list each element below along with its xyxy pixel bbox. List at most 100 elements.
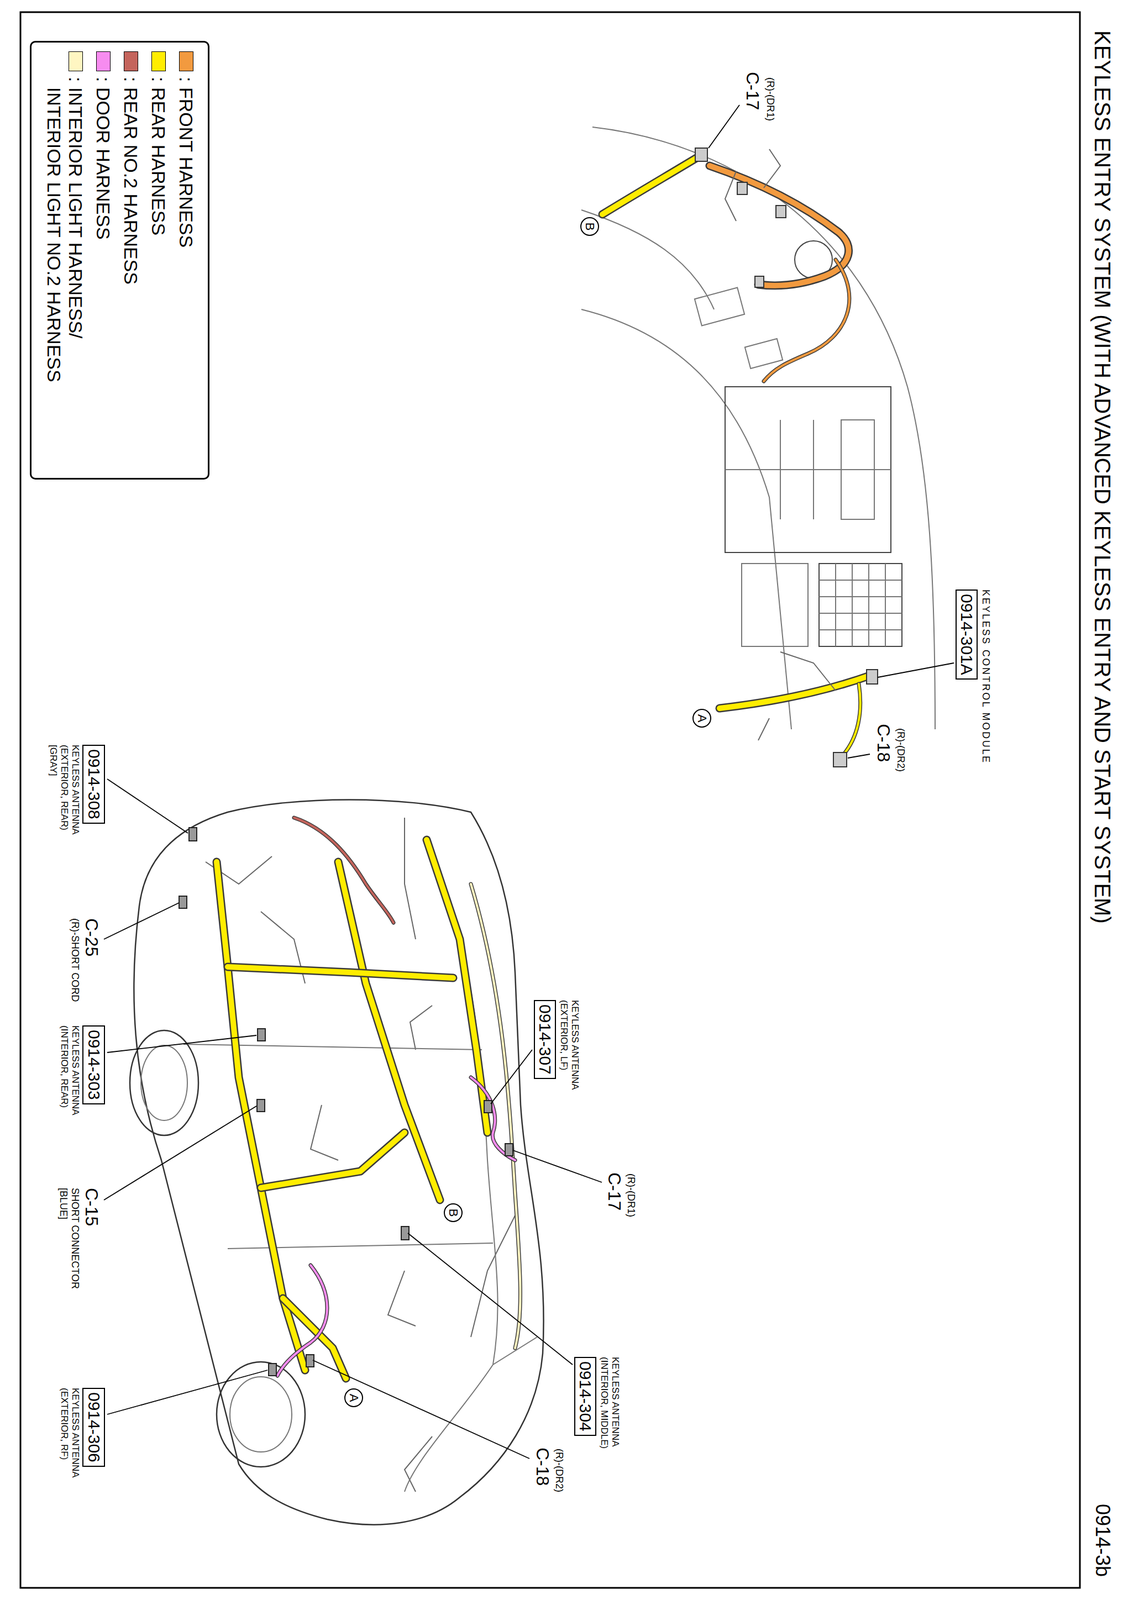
harness-wire — [216, 862, 306, 1371]
thin-wire — [725, 171, 737, 222]
harness-wire — [843, 684, 861, 755]
junction-mark: B — [580, 217, 600, 236]
harness-wire — [602, 158, 697, 215]
legend-text: : INTERIOR LIGHT HARNESS/ INTERIOR LIGHT… — [42, 76, 86, 419]
harness-wire — [426, 840, 488, 1133]
callout-group: 0914-308KEYLESS ANTENNA (EXTERIOR, REAR)… — [45, 744, 106, 856]
junction-mark: B — [443, 1203, 463, 1223]
thin-wire — [310, 1105, 339, 1161]
dashboard-outline — [581, 210, 715, 310]
harness-wire — [260, 1132, 405, 1189]
thin-wire — [470, 1215, 516, 1338]
antenna-symbol — [401, 1226, 409, 1241]
callout-number: 0914-307 — [533, 1000, 557, 1080]
callout-group: 0914-304KEYLESS ANTENNA (INTERIOR, MIDDL… — [574, 1357, 623, 1468]
harness-wire — [470, 1077, 516, 1161]
harness-wire — [277, 1265, 328, 1377]
callout-number: 0914-304 — [574, 1357, 597, 1437]
dashboard-outline — [741, 563, 808, 647]
harness-wire — [294, 817, 394, 923]
legend-row: : INTERIOR LIGHT HARNESS/ INTERIOR LIGHT… — [42, 51, 86, 470]
legend-text: : DOOR HARNESS — [92, 76, 114, 419]
leader-line — [312, 1360, 530, 1460]
leader-line — [103, 903, 180, 940]
leader-line — [103, 1106, 257, 1201]
leader-line — [407, 1233, 573, 1366]
page-frame — [20, 12, 1080, 1589]
car-body — [227, 1243, 493, 1250]
legend-swatch — [123, 51, 139, 72]
part-name: KEYLESS ANTENNA (EXTERIOR, REAR) [GRAY] — [46, 744, 81, 856]
harness-wire — [719, 675, 871, 709]
car-body — [129, 800, 544, 1526]
connector-symbol — [833, 752, 847, 768]
car-body — [133, 800, 544, 1526]
connector-code: (R)-(DR1) — [764, 77, 776, 122]
legend-row: : REAR NO.2 HARNESS — [119, 51, 142, 470]
dashboard-outline — [694, 287, 745, 326]
harness-wire — [216, 862, 306, 1371]
harness-wire — [294, 817, 394, 923]
page-title: KEYLESS ENTRY SYSTEM (WITH ADVANCED KEYL… — [1089, 30, 1116, 925]
harness-wire — [709, 165, 849, 286]
leader-line — [877, 663, 954, 678]
harness-wire — [470, 1077, 516, 1161]
connector-id: C-18 — [873, 723, 894, 763]
thin-wire — [404, 817, 416, 940]
connector-symbol — [695, 148, 708, 162]
junction-mark: A — [692, 709, 712, 728]
leader-line — [512, 1150, 602, 1183]
connector-code: (R)-(DR2) — [553, 1449, 565, 1493]
thin-wire — [205, 149, 836, 1493]
dashboard-outline — [581, 309, 792, 730]
harness-wire — [227, 967, 454, 979]
legend-text: : REAR HARNESS — [147, 76, 170, 419]
leader-line — [103, 105, 954, 1460]
harness-wire — [763, 259, 850, 382]
connector-symbol — [737, 182, 748, 195]
connector-id: C-17 — [604, 1172, 625, 1211]
antenna-symbol — [505, 1144, 513, 1157]
car-body — [432, 862, 498, 1366]
antenna-symbol — [306, 1355, 314, 1368]
thin-wire — [758, 718, 770, 741]
thin-wire — [763, 149, 781, 188]
antenna-symbol — [268, 1363, 277, 1377]
car-body — [183, 1044, 482, 1051]
legend-swatch — [151, 51, 166, 72]
harness-wire — [227, 967, 454, 979]
connector-symbol — [866, 669, 878, 685]
harness-wire — [709, 165, 849, 286]
harness-wire — [216, 817, 521, 1379]
car-body — [140, 1045, 188, 1121]
connector-symbol — [754, 276, 764, 288]
harness-wire — [602, 158, 871, 755]
legend-swatch — [179, 51, 194, 72]
connector-code: SHORT CONNECTOR [BLUE] — [58, 1188, 81, 1299]
leader-line — [847, 754, 870, 759]
leader-line — [107, 779, 188, 834]
car-body — [216, 1362, 306, 1468]
connector-id: C-18 — [532, 1447, 553, 1487]
callout-number: 0914-303 — [82, 1025, 106, 1105]
harness-wire — [843, 684, 861, 755]
legend-swatch — [96, 51, 111, 72]
callout-number: 0914-301A — [955, 589, 979, 680]
legend-text: : FRONT HARNESS — [175, 76, 197, 419]
antenna-symbol — [179, 896, 187, 909]
leader-line — [107, 1370, 268, 1415]
connector-id: C-17 — [742, 71, 763, 110]
junction-mark: A — [344, 1388, 364, 1408]
legend-row: : FRONT HARNESS — [175, 51, 197, 470]
legend-text: : REAR NO.2 HARNESS — [119, 76, 142, 419]
part-name: KEYLESS ANTENNA (EXTERIOR, RF) — [58, 1388, 82, 1499]
dashboard-outline — [725, 469, 891, 471]
part-name: KEYLESS CONTROL MODULE — [979, 589, 992, 765]
connector-symbol — [775, 205, 786, 218]
antenna-symbol — [179, 827, 513, 1377]
antenna-symbol — [257, 1029, 266, 1042]
leader-line — [107, 1035, 257, 1053]
leader-line — [490, 1050, 533, 1105]
thin-wire — [780, 652, 836, 691]
